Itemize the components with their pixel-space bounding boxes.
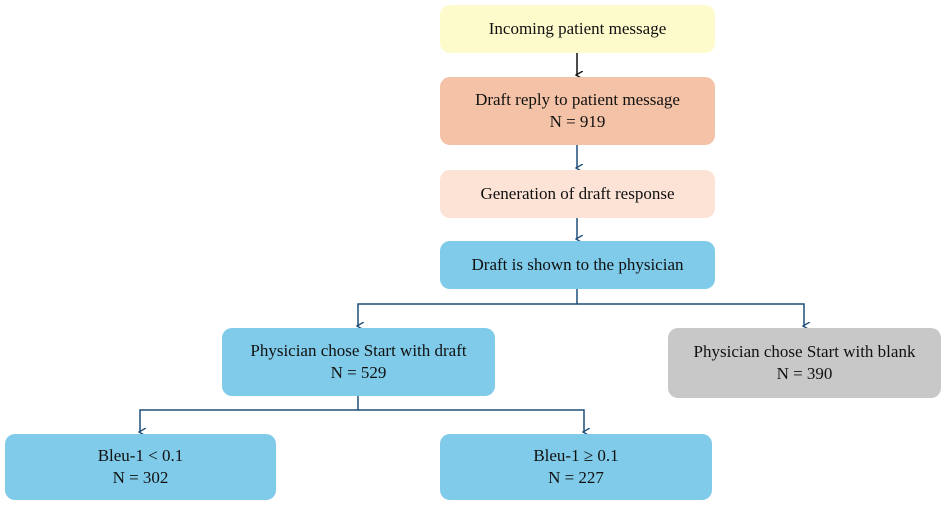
node-label: Bleu-1 < 0.1: [97, 446, 184, 465]
edge-shown-split: [358, 289, 578, 326]
node-count: N = 302: [112, 468, 169, 487]
node-label: Draft is shown to the physician: [471, 255, 684, 274]
node-generation-draft-response: Generation of draft response: [440, 170, 715, 218]
node-start-with-blank: Physician chose Start with blank N = 390: [668, 328, 941, 398]
node-label: Physician chose Start with draft: [250, 341, 467, 360]
node-draft-shown-physician: Draft is shown to the physician: [440, 241, 715, 289]
node-label: Bleu-1 ≥ 0.1: [533, 446, 619, 465]
edge-draft-split-high: [358, 409, 584, 432]
node-count: N = 390: [776, 364, 833, 383]
node-start-with-draft: Physician chose Start with draft N = 529: [222, 328, 495, 396]
node-label: Physician chose Start with blank: [693, 342, 916, 361]
node-label: Draft reply to patient message: [475, 90, 680, 109]
edge-shown-to-blank: [577, 303, 804, 326]
node-bleu-below-threshold: Bleu-1 < 0.1 N = 302: [5, 434, 276, 500]
node-draft-reply: Draft reply to patient message N = 919: [440, 77, 715, 145]
edge-draft-split-low: [140, 396, 359, 432]
node-label: Incoming patient message: [488, 19, 667, 38]
node-label: Generation of draft response: [480, 184, 675, 203]
node-bleu-above-threshold: Bleu-1 ≥ 0.1 N = 227: [440, 434, 712, 500]
node-incoming-patient-message: Incoming patient message: [440, 5, 715, 53]
node-count: N = 227: [548, 468, 604, 487]
node-count: N = 919: [549, 112, 606, 131]
node-count: N = 529: [330, 363, 387, 382]
